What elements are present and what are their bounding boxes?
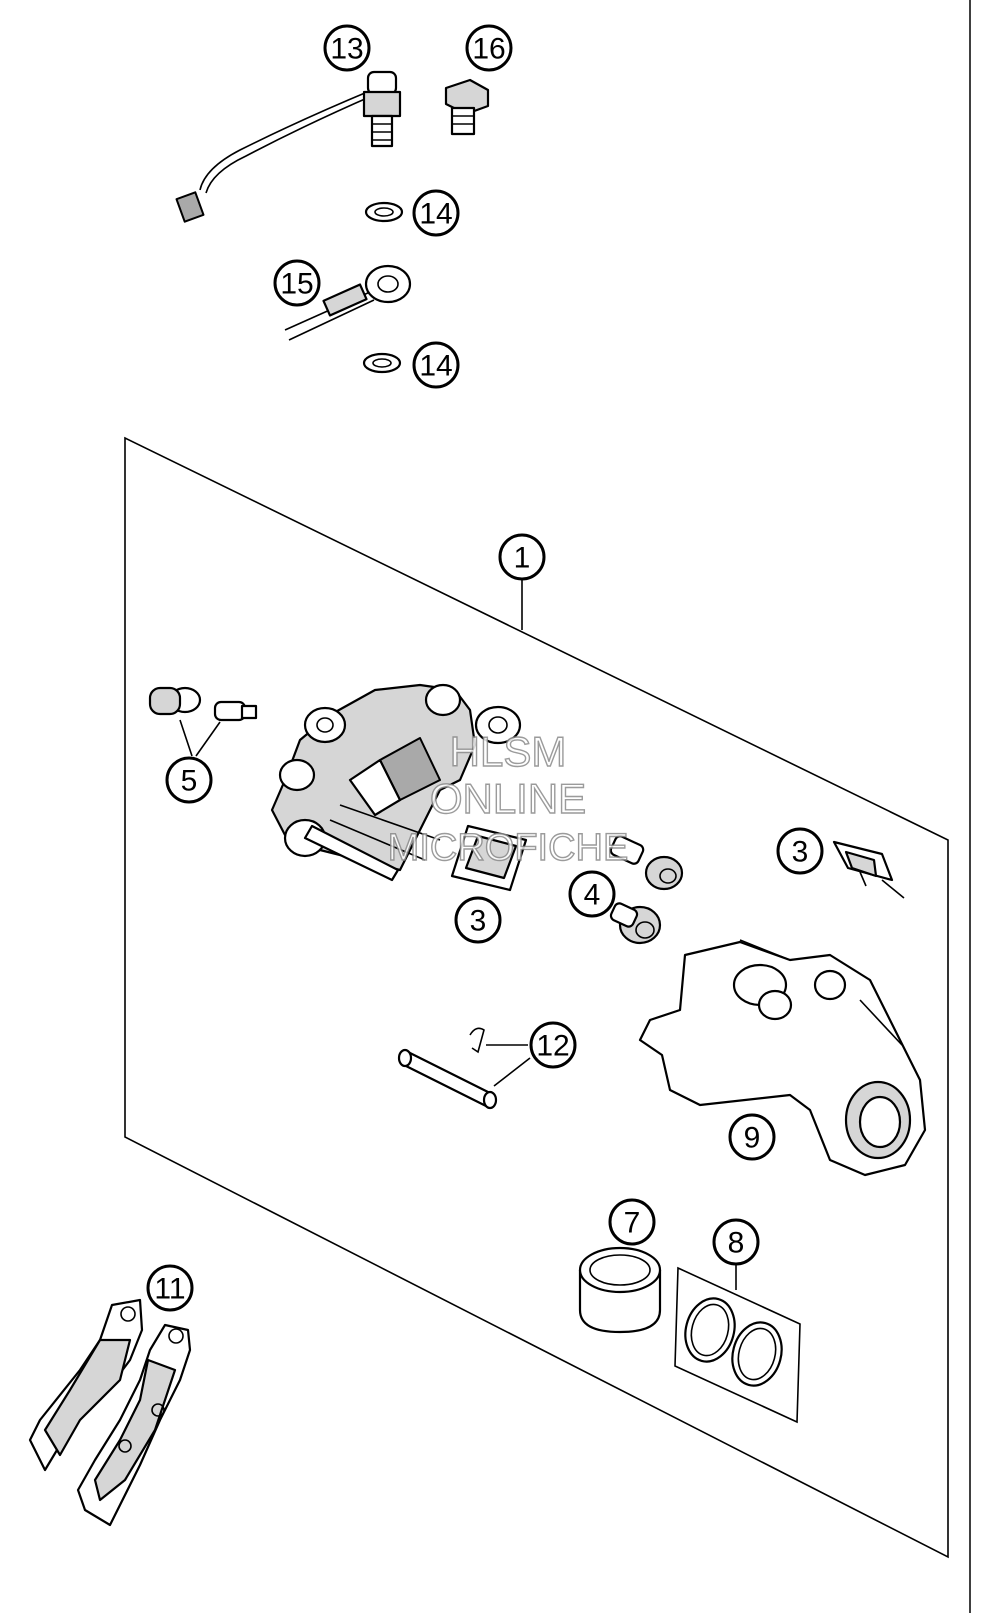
banjo-bolt-part — [444, 78, 490, 136]
callout-14: 14 — [412, 189, 460, 237]
callout-5-label: 5 — [181, 765, 198, 798]
callout-3: 3 — [776, 827, 824, 875]
seal-ring-part — [362, 352, 402, 374]
kit-boundary-frame — [124, 436, 949, 1559]
seal-ring-part — [364, 201, 404, 223]
callout-3-label: 3 — [470, 905, 487, 938]
callout-9-label: 9 — [744, 1122, 761, 1155]
watermark: HLSM ONLINE MICROFICHE — [387, 727, 629, 869]
callout-7-label: 7 — [624, 1207, 641, 1240]
callout-3: 3 — [454, 896, 502, 944]
caliper-support-part — [638, 939, 927, 1177]
watermark-line-1: HLSM — [450, 728, 567, 775]
callout-7: 7 — [608, 1198, 656, 1246]
callout-15: 15 — [273, 259, 321, 307]
bleeder-screw-part — [148, 686, 258, 757]
watermark-line-3: MICROFICHE — [388, 827, 629, 869]
watermark-line-2: ONLINE — [430, 775, 586, 822]
anti-rattle-spring-part — [450, 824, 528, 892]
callout-12-label: 12 — [536, 1030, 569, 1063]
callout-15-label: 15 — [280, 268, 313, 301]
callout-8: 8 — [712, 1218, 760, 1290]
brake-line-part — [284, 264, 412, 341]
pad-pin-part — [397, 1027, 531, 1110]
anti-rattle-spring-part — [832, 840, 905, 899]
callout-9: 9 — [728, 1113, 776, 1161]
caliper-body-part — [270, 683, 522, 882]
brake-pads-part — [28, 1298, 192, 1527]
callout-1-label: 1 — [514, 542, 531, 575]
callout-4-label: 4 — [584, 879, 601, 912]
callout-3-label: 3 — [792, 836, 809, 869]
callout-14-label: 14 — [419, 350, 452, 383]
callout-11-label: 11 — [154, 1273, 185, 1306]
slide-pin-part — [609, 835, 684, 891]
callout-12: 12 — [529, 1021, 577, 1069]
callout-11: 11 — [146, 1264, 194, 1312]
callout-5: 5 — [165, 756, 213, 804]
slide-pin-part — [609, 902, 662, 945]
callout-16: 16 — [465, 24, 513, 72]
brake-switch-part — [175, 70, 402, 223]
callout-13-label: 13 — [330, 33, 363, 66]
callout-8-label: 8 — [728, 1227, 745, 1260]
callout-14: 14 — [412, 341, 460, 389]
callout-4: 4 — [568, 870, 616, 918]
callout-16-label: 16 — [472, 33, 505, 66]
callout-1: 1 — [498, 533, 546, 581]
callout-14-label: 14 — [419, 198, 452, 231]
seal-kit-part — [674, 1266, 801, 1424]
piston-part — [578, 1246, 662, 1334]
callout-13: 13 — [323, 24, 371, 72]
